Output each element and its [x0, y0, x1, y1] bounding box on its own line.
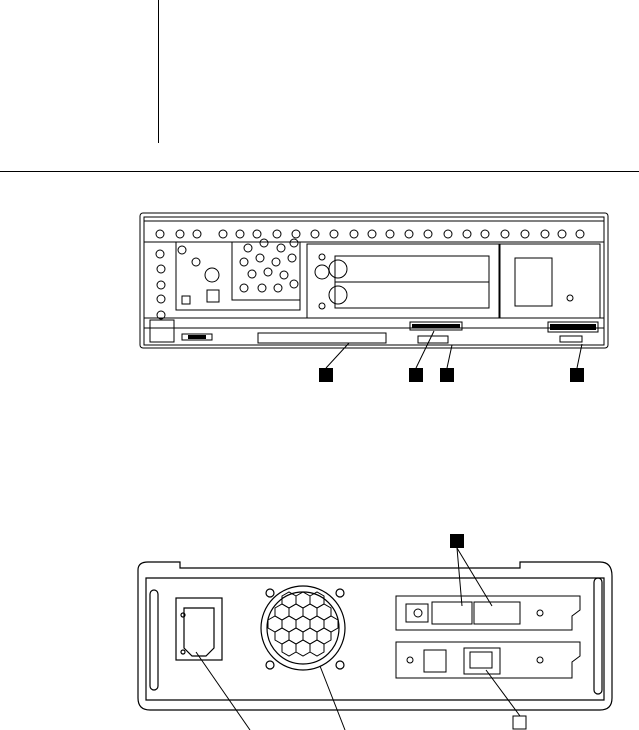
callout-1-leader [326, 343, 349, 368]
lower-connector-strip [144, 318, 604, 345]
middle-panel [307, 244, 499, 318]
callout-8-leader [486, 670, 520, 716]
drive-chassis-inner [144, 217, 604, 345]
callout-box-1 [319, 368, 333, 382]
callout-2-leader [416, 331, 434, 368]
callout-box-3 [440, 368, 454, 382]
callout-box-2 [409, 368, 423, 382]
upper-card-port-right [474, 602, 520, 624]
callout-box-8 [513, 716, 526, 729]
upper-card-port-left [432, 602, 472, 624]
drive-top-plate [144, 221, 604, 318]
top-vent-holes [176, 230, 584, 292]
fan-guard-outer [261, 586, 345, 670]
upper-card-bracket [396, 596, 580, 630]
callout-5-leader-b [457, 548, 492, 606]
callout-6-leader [196, 652, 250, 730]
enclosure-rear-view-figure [0, 520, 639, 730]
power-inlet-socket [184, 608, 214, 656]
enclosure-outline [138, 562, 612, 710]
callout-7-leader [320, 666, 345, 730]
fan-guard-ring [267, 592, 339, 664]
callout-box-4 [570, 368, 584, 382]
callout-box-5 [450, 534, 464, 548]
drive-rear-view-figure [0, 0, 639, 400]
callout-5-leader-a [457, 548, 462, 606]
power-inlet-plate [176, 598, 222, 660]
